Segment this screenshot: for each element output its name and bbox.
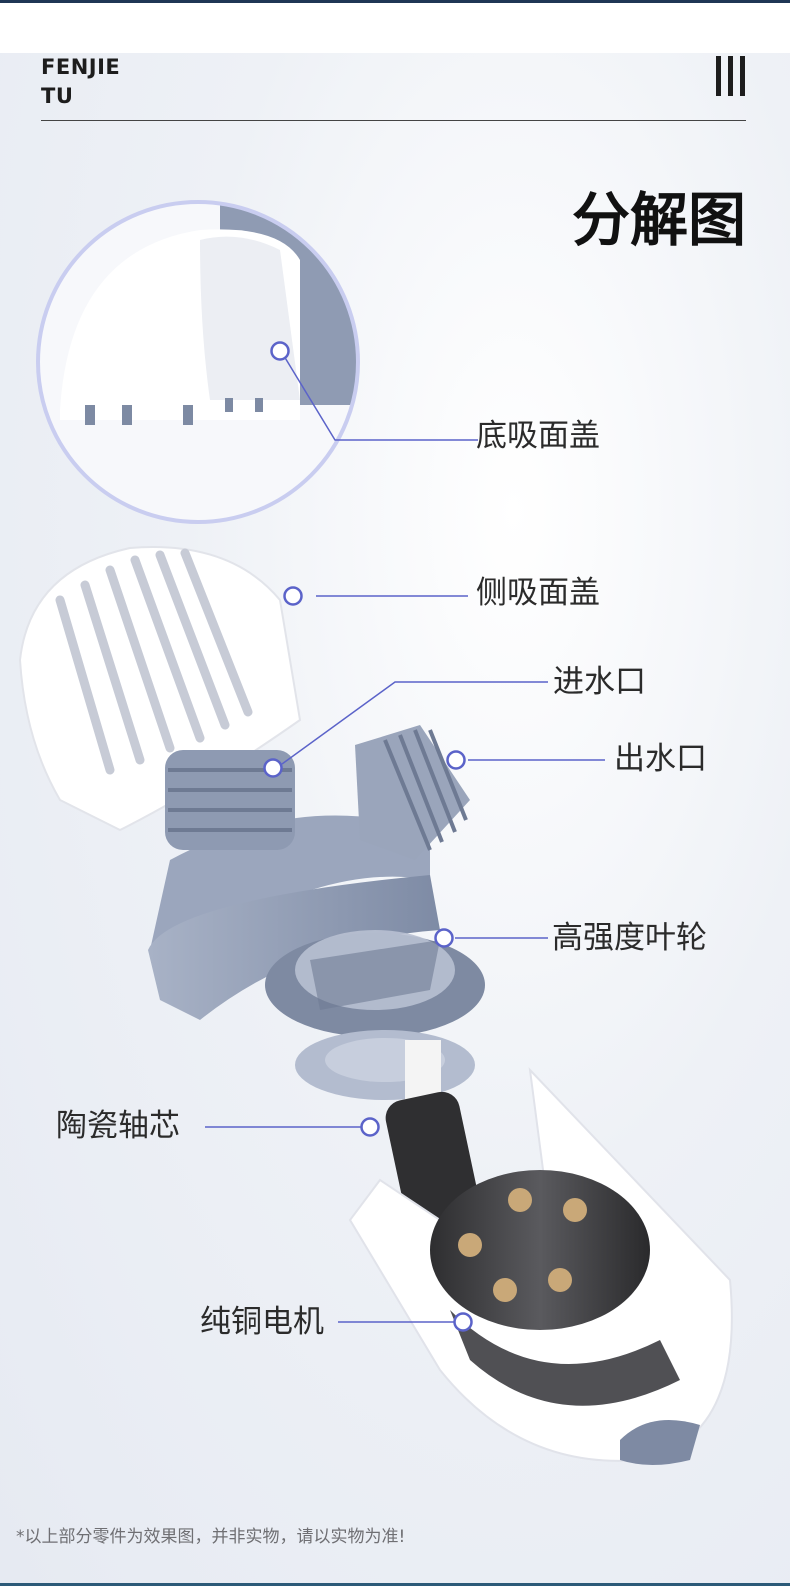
bottom-cover-detail	[38, 202, 360, 522]
label-inlet: 进水口	[553, 664, 646, 700]
footnote: *以上部分零件为效果图，并非实物，请以实物为准!	[16, 1522, 405, 1547]
callout-marker-outlet	[448, 752, 465, 769]
callout-marker-copper-motor	[455, 1314, 472, 1331]
label-ceramic-shaft: 陶瓷轴芯	[56, 1108, 180, 1144]
label-side-cover: 侧吸面盖	[476, 575, 600, 611]
label-outlet: 出水口	[614, 741, 707, 777]
callout-marker-bottom-cover	[272, 343, 289, 360]
callout-marker-inlet	[265, 760, 282, 777]
callout-marker-side-cover	[285, 588, 302, 605]
callout-marker-ceramic-shaft	[362, 1119, 379, 1136]
label-copper-motor: 纯铜电机	[200, 1304, 324, 1340]
label-bottom-cover: 底吸面盖	[476, 418, 600, 454]
callout-marker-impeller	[436, 930, 453, 947]
impeller-part	[265, 930, 485, 1100]
label-impeller: 高强度叶轮	[552, 920, 707, 956]
